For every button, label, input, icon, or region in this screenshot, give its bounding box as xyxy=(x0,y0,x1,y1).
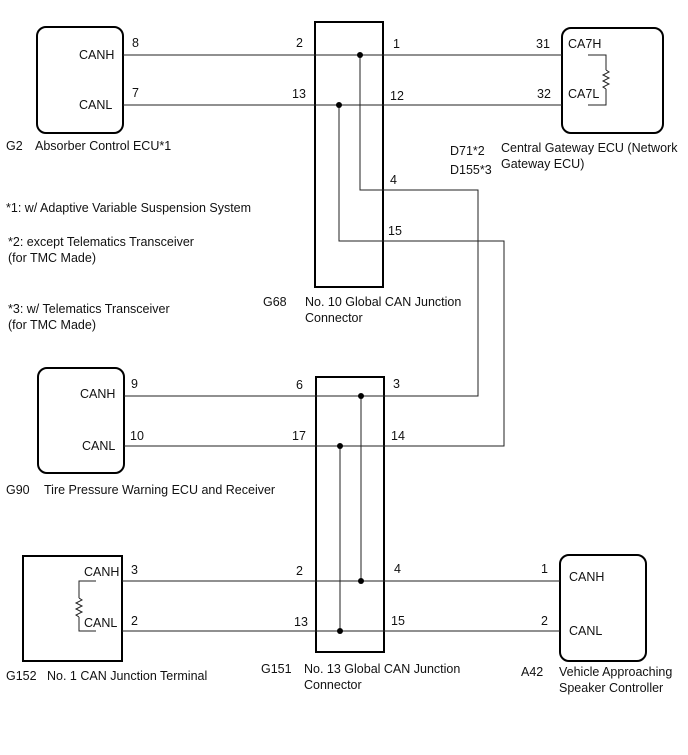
tire-pin-canh: CANH xyxy=(80,387,115,401)
g151-pin-14: 14 xyxy=(391,429,405,443)
absorber-pin-canh: CANH xyxy=(79,48,114,62)
terminal-term-canl: 2 xyxy=(131,614,138,628)
gateway-pin-l: CA7L xyxy=(568,87,599,101)
tire-code: G90 xyxy=(6,483,30,497)
note-3: *3: w/ Telematics Transceiver xyxy=(8,302,170,316)
g151-pin-15: 15 xyxy=(391,614,405,628)
tire-term-canh: 9 xyxy=(131,377,138,391)
g68-pin-15: 15 xyxy=(388,224,402,238)
note-2: *2: except Telematics Transceiver xyxy=(8,235,194,249)
tire-term-canl: 10 xyxy=(130,429,144,443)
tire-name: Tire Pressure Warning ECU and Receiver xyxy=(44,483,275,497)
gateway-term-h: 31 xyxy=(536,37,550,51)
absorber-term-canl: 7 xyxy=(132,86,139,100)
absorber-term-canh: 8 xyxy=(132,36,139,50)
g151-pin-17: 17 xyxy=(292,429,306,443)
speaker-term-canl: 2 xyxy=(541,614,548,628)
terminal-term-canh: 3 xyxy=(131,563,138,577)
g151-pin-2: 2 xyxy=(296,564,303,578)
g151-code: G151 xyxy=(261,662,292,676)
terminal-code: G152 xyxy=(6,669,37,683)
g151-pin-6: 6 xyxy=(296,378,303,392)
junction-g68-box xyxy=(314,21,384,288)
speaker-controller-box xyxy=(559,554,647,662)
g68-pin-4: 4 xyxy=(390,173,397,187)
g151-pin-13: 13 xyxy=(294,615,308,629)
speaker-name-line1: Vehicle Approaching xyxy=(559,665,672,679)
g68-pin-12: 12 xyxy=(390,89,404,103)
g68-name-line2: Connector xyxy=(305,311,363,325)
gateway-term-l: 32 xyxy=(537,87,551,101)
wire-g68-4-to-g151-3 xyxy=(359,55,479,397)
gateway-name-line1: Central Gateway ECU (Network xyxy=(501,141,678,155)
splice-dot-g151-canh-bottom xyxy=(358,578,364,584)
terminal-name: No. 1 CAN Junction Terminal xyxy=(47,669,207,683)
gateway-pin-h: CA7H xyxy=(568,37,601,51)
gateway-resistor-icon xyxy=(601,69,611,90)
tire-pin-canl: CANL xyxy=(82,439,115,453)
g68-name-line1: No. 10 Global CAN Junction xyxy=(305,295,461,309)
terminal-pin-canl: CANL xyxy=(84,616,117,630)
g151-pin-3: 3 xyxy=(393,377,400,391)
g68-pin-1: 1 xyxy=(393,37,400,51)
wire-g68-15-to-g151-14 xyxy=(338,105,505,447)
speaker-name-line2: Speaker Controller xyxy=(559,681,663,695)
splice-dot-g68-canh xyxy=(357,52,363,58)
terminal-pin-canh: CANH xyxy=(84,565,119,579)
gateway-code-line2: D155*3 xyxy=(450,163,492,177)
absorber-name: Absorber Control ECU*1 xyxy=(35,139,171,153)
terminal-resistor-lead-bottom xyxy=(78,617,96,632)
gateway-resistor-lead-bottom xyxy=(588,89,607,106)
note-1: *1: w/ Adaptive Variable Suspension Syst… xyxy=(6,201,251,215)
speaker-pin-canl: CANL xyxy=(569,624,602,638)
terminal-resistor-lead-top xyxy=(78,580,96,598)
g68-code: G68 xyxy=(263,295,287,309)
splice-dot-g151-canl-top xyxy=(337,443,343,449)
gateway-code-line1: D71*2 xyxy=(450,144,485,158)
g68-pin-13: 13 xyxy=(292,87,306,101)
speaker-term-canh: 1 xyxy=(541,562,548,576)
g151-name-line2: Connector xyxy=(304,678,362,692)
gateway-name-line2: Gateway ECU) xyxy=(501,157,584,171)
terminal-resistor-icon xyxy=(74,597,84,618)
splice-dot-g151-canh-top xyxy=(358,393,364,399)
speaker-code: A42 xyxy=(521,665,543,679)
absorber-ecu-box xyxy=(36,26,124,134)
can-terminal-box xyxy=(22,555,123,662)
absorber-pin-canl: CANL xyxy=(79,98,112,112)
gateway-resistor-lead-top xyxy=(588,54,607,70)
splice-dot-g68-canl xyxy=(336,102,342,108)
g151-name-line1: No. 13 Global CAN Junction xyxy=(304,662,460,676)
gateway-ecu-box xyxy=(561,27,664,134)
absorber-code: G2 xyxy=(6,139,23,153)
splice-dot-g151-canl-bottom xyxy=(337,628,343,634)
g68-pin-2: 2 xyxy=(296,36,303,50)
tire-ecu-box xyxy=(37,367,125,474)
speaker-pin-canh: CANH xyxy=(569,570,604,584)
note-3-cont: (for TMC Made) xyxy=(8,318,96,332)
note-2-cont: (for TMC Made) xyxy=(8,251,96,265)
junction-g151-box xyxy=(315,376,385,653)
g151-pin-4: 4 xyxy=(394,562,401,576)
